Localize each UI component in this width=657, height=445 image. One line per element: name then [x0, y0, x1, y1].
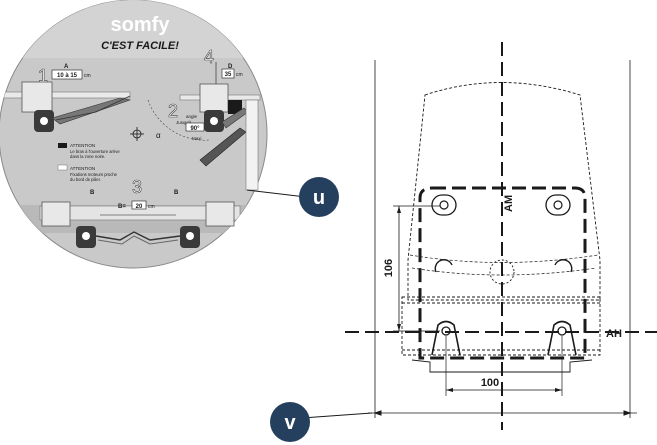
crosshair-icon: [130, 127, 144, 141]
attention-1-title: ATTENTION: [70, 143, 95, 148]
step-4-value: 35: [225, 72, 232, 78]
callout-v-label: v: [284, 412, 296, 434]
step-3-unit: cm: [148, 204, 155, 210]
alpha-symbol: α: [156, 131, 161, 140]
step-2-max: Maxi: [192, 136, 202, 141]
technical-drawing: [345, 42, 657, 430]
step-2-number: 2: [168, 101, 178, 121]
step-1-value: 10 à 15: [57, 73, 78, 79]
step-1-unit: cm: [84, 73, 91, 79]
attention-1-line-1: Le bras à l'ouverture arrive: [70, 149, 120, 154]
dimension-height: 106: [383, 259, 395, 277]
step-2-sub: Jusqu'à: [176, 120, 192, 125]
dimension-width: 100: [481, 377, 499, 389]
step-2-value: 90°: [190, 126, 200, 132]
step-4-number: 4: [204, 47, 214, 67]
step-3-b-left: B: [90, 190, 95, 196]
brand-logo: somfy: [111, 14, 171, 36]
attention-2-title: ATTENTION: [70, 166, 95, 171]
step-3-value: 20: [136, 204, 143, 210]
attention-2-line-2: du bord de pilier.: [70, 177, 101, 182]
step-1-number: 1: [38, 66, 48, 86]
step-1-label: A: [64, 64, 69, 70]
installation-sticker: somfy C'EST FACILE! 1 A 10 à 15 cm 2 ang…: [0, 0, 268, 269]
attention-1-line-2: dans la zone noire.: [70, 154, 105, 159]
axis-vertical-label: AM: [503, 195, 515, 212]
step-3-number: 3: [132, 177, 142, 197]
sticker-tagline: C'EST FACILE!: [101, 40, 179, 52]
axis-horizontal-label: AH: [606, 328, 622, 340]
step-4-label: D: [228, 64, 233, 70]
step-2-label: angle: [186, 114, 198, 119]
callout-v: v: [270, 402, 310, 442]
callout-u-label: u: [313, 187, 325, 209]
step-3-b-right: B: [174, 190, 179, 196]
step-3-formula: B=: [118, 204, 126, 210]
step-4-unit: cm: [236, 72, 243, 78]
callout-u: u: [299, 177, 339, 217]
attention-2-line-1: Fixations moteurs proche: [70, 172, 118, 177]
